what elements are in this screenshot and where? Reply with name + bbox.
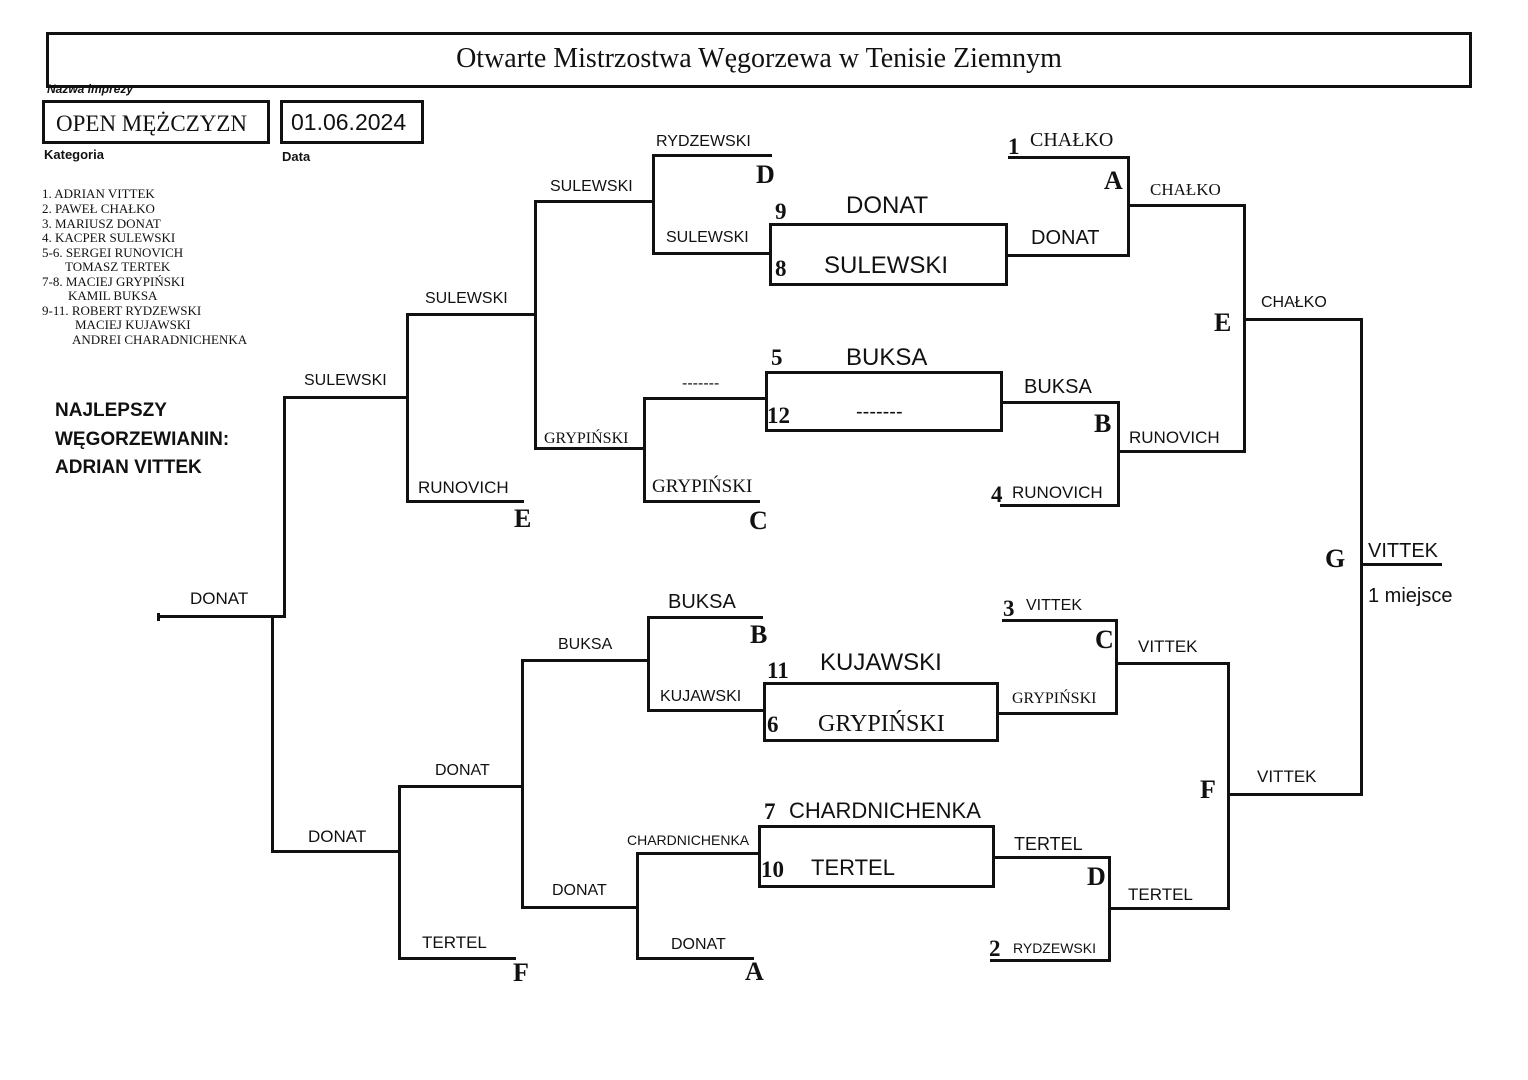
letter-g-main: G <box>1325 544 1346 573</box>
seed-2: 2 <box>989 936 1001 961</box>
standing-item: 4. KACPER SULEWSKI <box>42 230 176 245</box>
c2-bottom-name: GRYPIŃSKI <box>652 476 753 497</box>
letter-d-cons: D <box>756 160 775 189</box>
category-box <box>42 100 270 144</box>
seed-11: 11 <box>767 658 789 683</box>
seed-6: 6 <box>767 712 779 737</box>
cf-bottom-name: DONAT <box>308 827 367 846</box>
sf1-bottom-name: RUNOVICH <box>1129 428 1220 447</box>
c45-bottom-name: DONAT <box>552 882 607 899</box>
q1-bottom-name: DONAT <box>1031 227 1100 249</box>
cf-top-name: SULEWSKI <box>304 372 387 389</box>
event-title: Otwarte Mistrzostwa Węgorzewa w Tenisie … <box>456 43 1062 74</box>
seed-7: 7 <box>764 799 776 824</box>
category-label: Kategoria <box>44 147 104 162</box>
letter-f-cons: F <box>513 958 529 987</box>
m4-top-name: CHARDNICHENKA <box>789 798 981 823</box>
best-local-line3: ADRIAN VITTEK <box>55 457 202 478</box>
seed-4: 4 <box>991 482 1003 507</box>
m1-top-name: DONAT <box>846 192 929 219</box>
winner-place: 1 miejsce <box>1368 585 1453 607</box>
standing-item: 3. MARIUSZ DONAT <box>42 216 161 231</box>
standing-item: 5-6. SERGEI RUNOVICH <box>42 245 184 260</box>
c3-bottom-name: RUNOVICH <box>418 478 509 497</box>
event-label: Nazwa imprezy <box>47 82 134 96</box>
letter-b-main: B <box>1094 409 1112 438</box>
m3-top-name: KUJAWSKI <box>820 649 942 676</box>
title-box <box>46 32 1472 88</box>
sf2-top-name: VITTEK <box>1138 637 1198 656</box>
c4-top-name: BUKSA <box>668 591 736 613</box>
sf1-top-name: CHAŁKO <box>1150 180 1221 199</box>
letter-a-main: A <box>1104 166 1123 195</box>
q1-top-name: CHAŁKO <box>1030 129 1114 151</box>
date-box <box>280 100 424 144</box>
standing-item: TOMASZ TERTEK <box>65 259 171 274</box>
letter-f-main: F <box>1200 775 1216 804</box>
letter-b-cons: B <box>750 620 768 649</box>
letter-d-main: D <box>1087 862 1106 891</box>
letter-e-cons: E <box>514 504 532 533</box>
c3-top-name: SULEWSKI <box>425 290 508 307</box>
date-value: 01.06.2024 <box>291 109 407 135</box>
match-box-4 <box>758 825 995 888</box>
c5-bottom-name: DONAT <box>671 936 726 953</box>
category-value: OPEN MĘŻCZYZN <box>56 111 248 136</box>
m2-top-name: BUKSA <box>846 344 928 371</box>
c12-bottom-name: GRYPIŃSKI <box>544 430 629 447</box>
q4-bottom-name: RYDZEWSKI <box>1013 940 1096 956</box>
standing-item: 7-8. MACIEJ GRYPIŃSKI <box>42 274 185 289</box>
seed-1: 1 <box>1008 134 1020 159</box>
letter-a-cons: A <box>745 957 764 986</box>
consolation-winner: DONAT <box>190 589 249 608</box>
match-box-2 <box>765 371 1003 432</box>
seed-10: 10 <box>761 857 784 882</box>
c2-top-name: ------- <box>682 375 720 392</box>
q3-top-name: VITTEK <box>1026 597 1083 614</box>
c1-bottom-name: SULEWSKI <box>666 229 749 246</box>
best-local-line2: WĘGORZEWIANIN: <box>55 429 230 450</box>
standing-item: 2. PAWEŁ CHAŁKO <box>42 201 155 216</box>
q4-top-name: TERTEL <box>1014 834 1083 854</box>
standing-item: 1. ADRIAN VITTEK <box>42 186 155 201</box>
seed-8: 8 <box>775 256 787 281</box>
best-local-line1: NAJLEPSZY <box>55 400 167 421</box>
q2-top-name: BUKSA <box>1024 376 1092 398</box>
standing-item: MACIEJ KUJAWSKI <box>75 317 191 332</box>
final-top-name: CHAŁKO <box>1261 294 1327 311</box>
c4-bottom-name: KUJAWSKI <box>660 688 742 705</box>
final-bottom-name: VITTEK <box>1257 767 1317 786</box>
match-box-3 <box>763 682 999 742</box>
m3-bottom-name: GRYPIŃSKI <box>818 711 945 737</box>
c1-top-name: RYDZEWSKI <box>656 133 751 150</box>
letter-c-main: C <box>1095 625 1114 654</box>
q2-bottom-name: RUNOVICH <box>1012 483 1103 502</box>
seed-12: 12 <box>767 403 790 428</box>
m1-bottom-name: SULEWSKI <box>824 252 949 279</box>
letter-c-cons: C <box>749 506 768 535</box>
standing-item: KAMIL BUKSA <box>68 288 158 303</box>
seed-5: 5 <box>771 345 783 370</box>
letter-e-main: E <box>1214 308 1232 337</box>
q3-bottom-name: GRYPIŃSKI <box>1012 690 1097 707</box>
seed-9: 9 <box>775 199 787 224</box>
c5-top-name: CHARDNICHENKA <box>627 832 750 848</box>
c6-bottom-name: TERTEL <box>422 933 487 952</box>
date-label: Data <box>282 149 311 164</box>
standing-item: 9-11. ROBERT RYDZEWSKI <box>42 303 202 318</box>
seed-3: 3 <box>1003 596 1015 621</box>
c45-top-name: BUKSA <box>558 636 613 653</box>
sf2-bottom-name: TERTEL <box>1128 885 1193 904</box>
standing-item: ANDREI CHARADNICHENKA <box>72 332 248 347</box>
tournament-winner: VITTEK <box>1368 540 1439 562</box>
c12-top-name: SULEWSKI <box>550 178 633 195</box>
match-box-1 <box>769 223 1008 286</box>
c6-top-name: DONAT <box>435 762 490 779</box>
m4-bottom-name: TERTEL <box>811 855 895 880</box>
m2-bottom-name: ------- <box>856 401 903 423</box>
